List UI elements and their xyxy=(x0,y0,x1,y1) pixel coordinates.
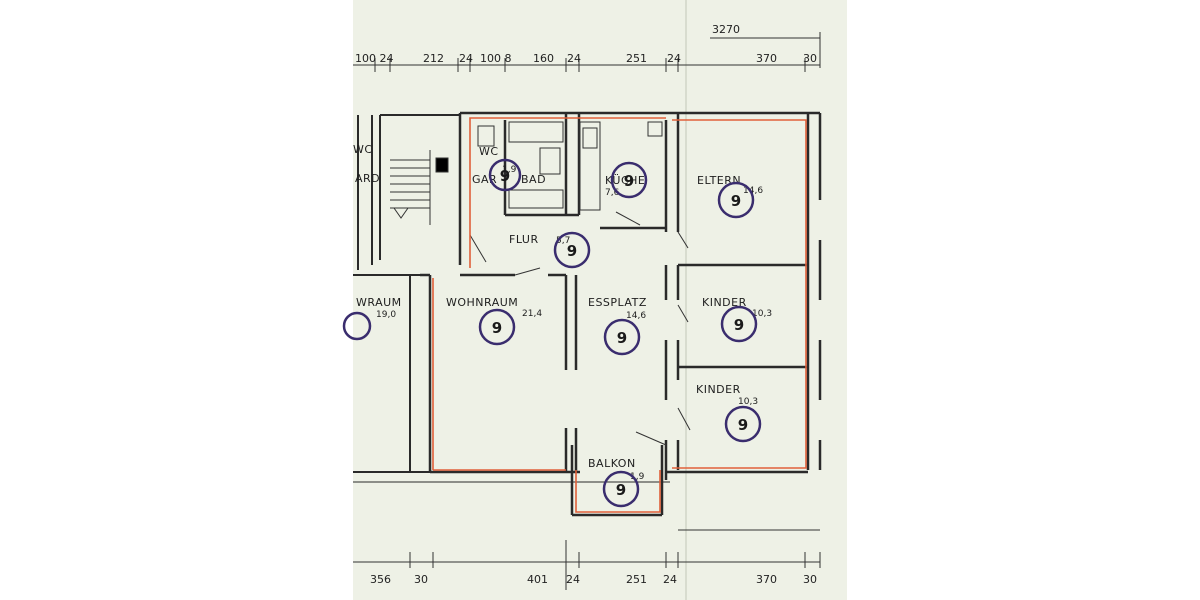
kinder-2-area: 10,3 xyxy=(738,397,758,407)
essplatz-label: ESSPLATZ xyxy=(588,296,647,309)
badge-kinder-1: 9 xyxy=(720,305,758,343)
flur-label: FLUR xyxy=(509,233,539,246)
badge-balkon-label: 9 xyxy=(616,481,626,499)
badge-flur: 9 xyxy=(553,231,591,269)
kinder-1-area: 10,3 xyxy=(752,309,772,319)
badge-kinder-2: 9 xyxy=(724,405,762,443)
eltern-label: ELTERN xyxy=(697,174,741,187)
dim-top-4: 100 8 xyxy=(480,52,512,65)
badge-kinder-1-label: 9 xyxy=(734,316,744,334)
eltern-area: 14,6 xyxy=(743,186,763,196)
badge-balkon: 9 xyxy=(602,470,640,508)
kinder-2-label: KINDER xyxy=(696,383,741,396)
dim-bottom-6: 24 xyxy=(663,573,677,586)
badge-flur-label: 9 xyxy=(567,242,577,260)
badge-essplatz: 9 xyxy=(603,318,641,356)
main-unit-walls xyxy=(420,111,822,517)
dim-bottom-7: 370 xyxy=(756,573,777,586)
badge-kinder-2-label: 9 xyxy=(738,416,748,434)
neighbor-unit xyxy=(353,114,670,483)
bad-label: BAD xyxy=(521,173,546,186)
dim-overall: 3270 xyxy=(712,23,740,36)
kueche-label: KÜCHE xyxy=(605,174,645,187)
stair-run xyxy=(390,150,449,225)
dim-top-9: 370 xyxy=(756,52,777,65)
dim-top-1: 100 24 xyxy=(355,52,394,65)
dim-bottom-5: 251 xyxy=(626,573,647,586)
apartment-outline xyxy=(432,117,807,513)
dim-bottom-1: 356 xyxy=(370,573,391,586)
dim-top-6: 24 xyxy=(567,52,581,65)
balkon-area: 1,9 xyxy=(630,472,645,482)
badge-wohnraum: 9 xyxy=(478,308,516,346)
top-dimension-line xyxy=(353,32,821,72)
neighbor-wc-label: WC xyxy=(353,143,373,156)
badge-essplatz-label: 9 xyxy=(617,329,627,347)
kueche-area: 7,6 xyxy=(605,188,620,198)
bottom-dimension-line xyxy=(353,529,821,590)
dim-bottom-4: 24 xyxy=(566,573,580,586)
paper-sheet xyxy=(353,0,847,600)
badge-eltern-label: 9 xyxy=(731,192,741,210)
essplatz-area: 14,6 xyxy=(626,311,646,321)
badge-wc-label: 9 xyxy=(500,167,510,185)
dim-top-8: 24 xyxy=(667,52,681,65)
kinder-1-label: KINDER xyxy=(702,296,747,309)
dim-top-7: 251 xyxy=(626,52,647,65)
wohnraum-label: WOHNRAUM xyxy=(446,296,518,309)
dim-top-10: 30 xyxy=(803,52,817,65)
neighbor-room-area: 19,0 xyxy=(376,310,396,320)
stair-direction-arrow xyxy=(393,207,409,219)
dim-top-3: 24 xyxy=(459,52,473,65)
neighbor-room-label: WRAUM xyxy=(356,296,402,309)
dim-bottom-3: 401 xyxy=(527,573,548,586)
dim-bottom-8: 30 xyxy=(803,573,817,586)
badge-neighbor xyxy=(342,311,372,341)
badge-kueche-label: 9 xyxy=(624,172,634,190)
dim-top-5: 160 xyxy=(533,52,554,65)
badge-kueche: 9 xyxy=(610,161,648,199)
badge-wohnraum-label: 9 xyxy=(492,319,502,337)
badge-wc: 9 xyxy=(488,158,522,192)
door-swings xyxy=(469,211,691,446)
dim-bottom-2: 30 xyxy=(414,573,428,586)
sanitary-fixtures xyxy=(477,121,663,211)
wc-area: 1,9 xyxy=(502,165,517,175)
balkon-label: BALKON xyxy=(588,457,636,470)
neighbor-gard-label: ARD xyxy=(355,172,380,185)
flur-area: 5,7 xyxy=(556,236,570,246)
badge-eltern: 9 xyxy=(717,181,755,219)
wohnraum-area: 21,4 xyxy=(522,309,542,319)
wc-label: WC xyxy=(479,145,499,158)
dim-top-2: 212 xyxy=(423,52,444,65)
